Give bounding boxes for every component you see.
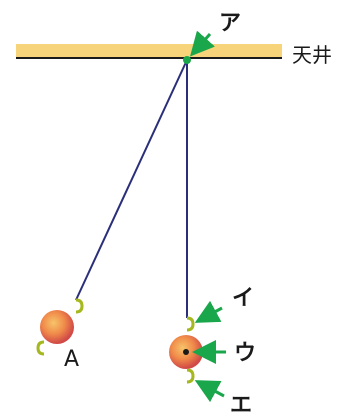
label-e: エ [230, 393, 252, 418]
string-A [75, 59, 188, 301]
hook-top-right [186, 316, 195, 332]
arrow-e [194, 380, 225, 403]
arrow-i [194, 300, 223, 323]
hook-bottom-A [36, 340, 45, 356]
label-u: ウ [234, 341, 256, 366]
label-i: イ [232, 286, 254, 311]
hook-bottom-right [186, 368, 195, 384]
bob-center-dot [183, 349, 189, 355]
ceiling-bar [16, 44, 282, 58]
arrow-a [190, 30, 215, 57]
hook-top-A [75, 298, 84, 314]
ceiling-label: 天井 [292, 43, 332, 67]
label-pendulum-A: A [64, 347, 79, 372]
pivot-point [183, 56, 191, 64]
label-a: ア [219, 11, 241, 36]
bob-A [40, 310, 74, 344]
